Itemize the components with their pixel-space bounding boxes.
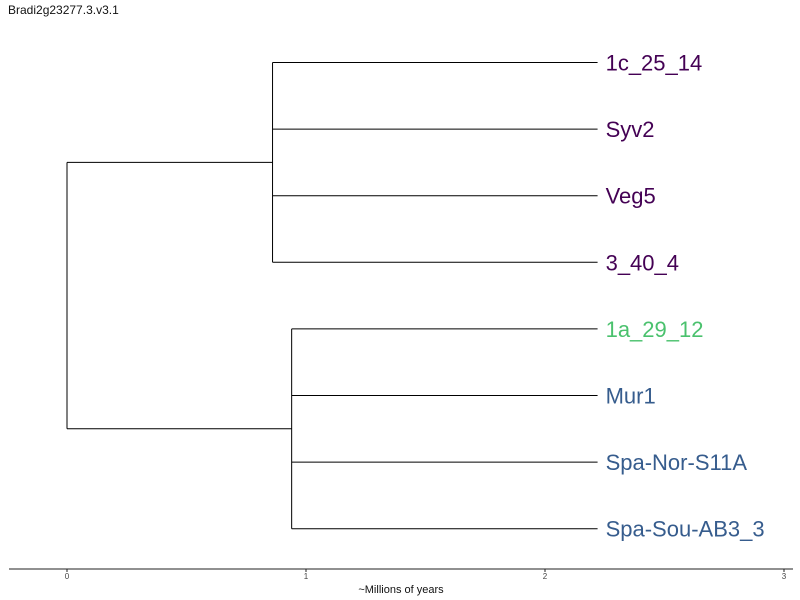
x-tick-label-3: 3 (782, 572, 787, 581)
leaf-label-syv2: Syv2 (606, 117, 655, 142)
leaf-label-veg5: Veg5 (606, 184, 656, 209)
page-title: Bradi2g23277.3.v3.1 (8, 3, 119, 17)
x-tick-label-0: 0 (65, 572, 70, 581)
leaf-label-mur1: Mur1 (606, 384, 656, 409)
x-tick-label-2: 2 (543, 572, 548, 581)
leaf-label-1a-29-12: 1a_29_12 (606, 317, 704, 342)
x-tick-label-1: 1 (304, 572, 309, 581)
x-axis: ~Millions of years 0 1 2 3 (9, 568, 793, 596)
leaf-label-1c-25-14: 1c_25_14 (606, 51, 703, 76)
branches (66, 62, 598, 530)
leaf-label-spa-nor-s11a: Spa-Nor-S11A (606, 450, 748, 475)
leaf-label-spa-sou-ab3-3: Spa-Sou-AB3_3 (606, 517, 765, 542)
x-axis-title: ~Millions of years (358, 584, 444, 596)
leaf-label-3-40-4: 3_40_4 (606, 250, 679, 275)
